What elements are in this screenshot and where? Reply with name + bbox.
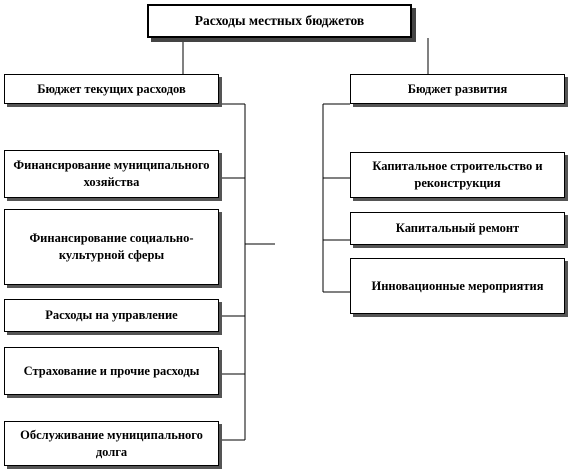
right-item-label: Капитальный ремонт <box>395 221 520 236</box>
left-branch-title: Бюджет текущих расходов <box>37 81 186 96</box>
left-item-label: Расходы на управление <box>45 308 178 323</box>
right-branch-title-node: Бюджет развития <box>350 74 565 104</box>
left-item-node: Расходы на управление <box>4 299 219 332</box>
left-item-label: Страхование и прочие расходы <box>23 363 200 378</box>
left-item-node: Финансирование социально-культурной сфер… <box>4 209 219 285</box>
left-item-label: Финансирование социально-культурной сфер… <box>29 231 194 262</box>
right-item-label: Инновационные мероприятия <box>371 278 544 293</box>
right-item-label: Капитальное строительство и реконструкци… <box>372 159 543 190</box>
root-label: Расходы местных бюджетов <box>194 12 365 28</box>
left-item-node: Финансирование муниципального хозяйства <box>4 150 219 198</box>
left-item-node: Обслуживание муниципального долга <box>4 421 219 466</box>
left-item-label: Финансирование муниципального хозяйства <box>13 158 210 189</box>
left-item-node: Страхование и прочие расходы <box>4 347 219 395</box>
right-item-node: Инновационные мероприятия <box>350 258 565 314</box>
right-branch-title: Бюджет развития <box>407 81 508 96</box>
left-item-label: Обслуживание муниципального долга <box>20 427 203 459</box>
left-branch-title-node: Бюджет текущих расходов <box>4 74 219 104</box>
right-item-node: Капитальный ремонт <box>350 212 565 245</box>
root-node: Расходы местных бюджетов <box>147 4 412 38</box>
right-item-node: Капитальное строительство и реконструкци… <box>350 152 565 198</box>
